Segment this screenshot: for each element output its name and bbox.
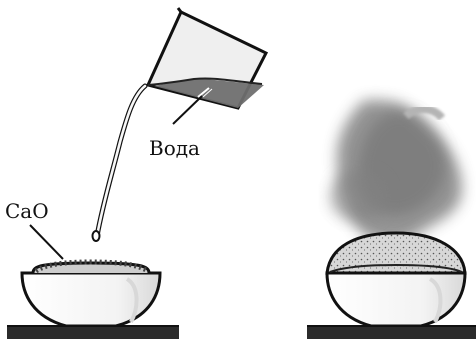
left-scene: Вода CaO bbox=[5, 8, 266, 339]
water-label-group: Вода bbox=[149, 96, 202, 160]
right-bowl bbox=[327, 233, 465, 326]
calcium-oxide-label-group: CaO bbox=[5, 199, 63, 259]
steam-cloud bbox=[330, 100, 462, 243]
calcium-oxide-label: CaO bbox=[5, 199, 49, 223]
left-stand bbox=[7, 325, 179, 339]
right-scene bbox=[307, 100, 476, 339]
left-bowl bbox=[22, 262, 160, 326]
right-stand bbox=[307, 325, 476, 339]
water-label: Вода bbox=[149, 136, 200, 160]
water-stream bbox=[93, 86, 146, 241]
beaker bbox=[148, 8, 266, 108]
